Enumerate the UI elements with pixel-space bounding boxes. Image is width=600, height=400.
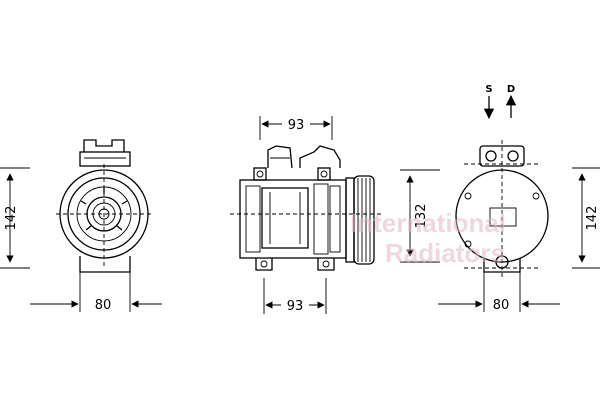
back-view: S D 132 142 80 <box>400 84 600 313</box>
side-view: 93 93 <box>230 116 384 314</box>
watermark-line2: Radiators <box>385 238 505 268</box>
side-bottom-width-label: 93 <box>287 299 304 314</box>
suction-label: S <box>485 84 492 95</box>
front-height-label: 142 <box>4 206 19 231</box>
side-top-width-label: 93 <box>288 118 305 133</box>
watermark-logo: International Radiators <box>350 208 506 268</box>
watermark-line1: International <box>350 208 506 238</box>
front-width-label: 80 <box>95 298 112 313</box>
discharge-label: D <box>507 84 515 95</box>
back-height-label: 142 <box>585 206 600 231</box>
back-height-inner-label: 132 <box>414 204 429 229</box>
front-view: 142 80 <box>0 139 162 313</box>
back-width-label: 80 <box>493 298 510 313</box>
